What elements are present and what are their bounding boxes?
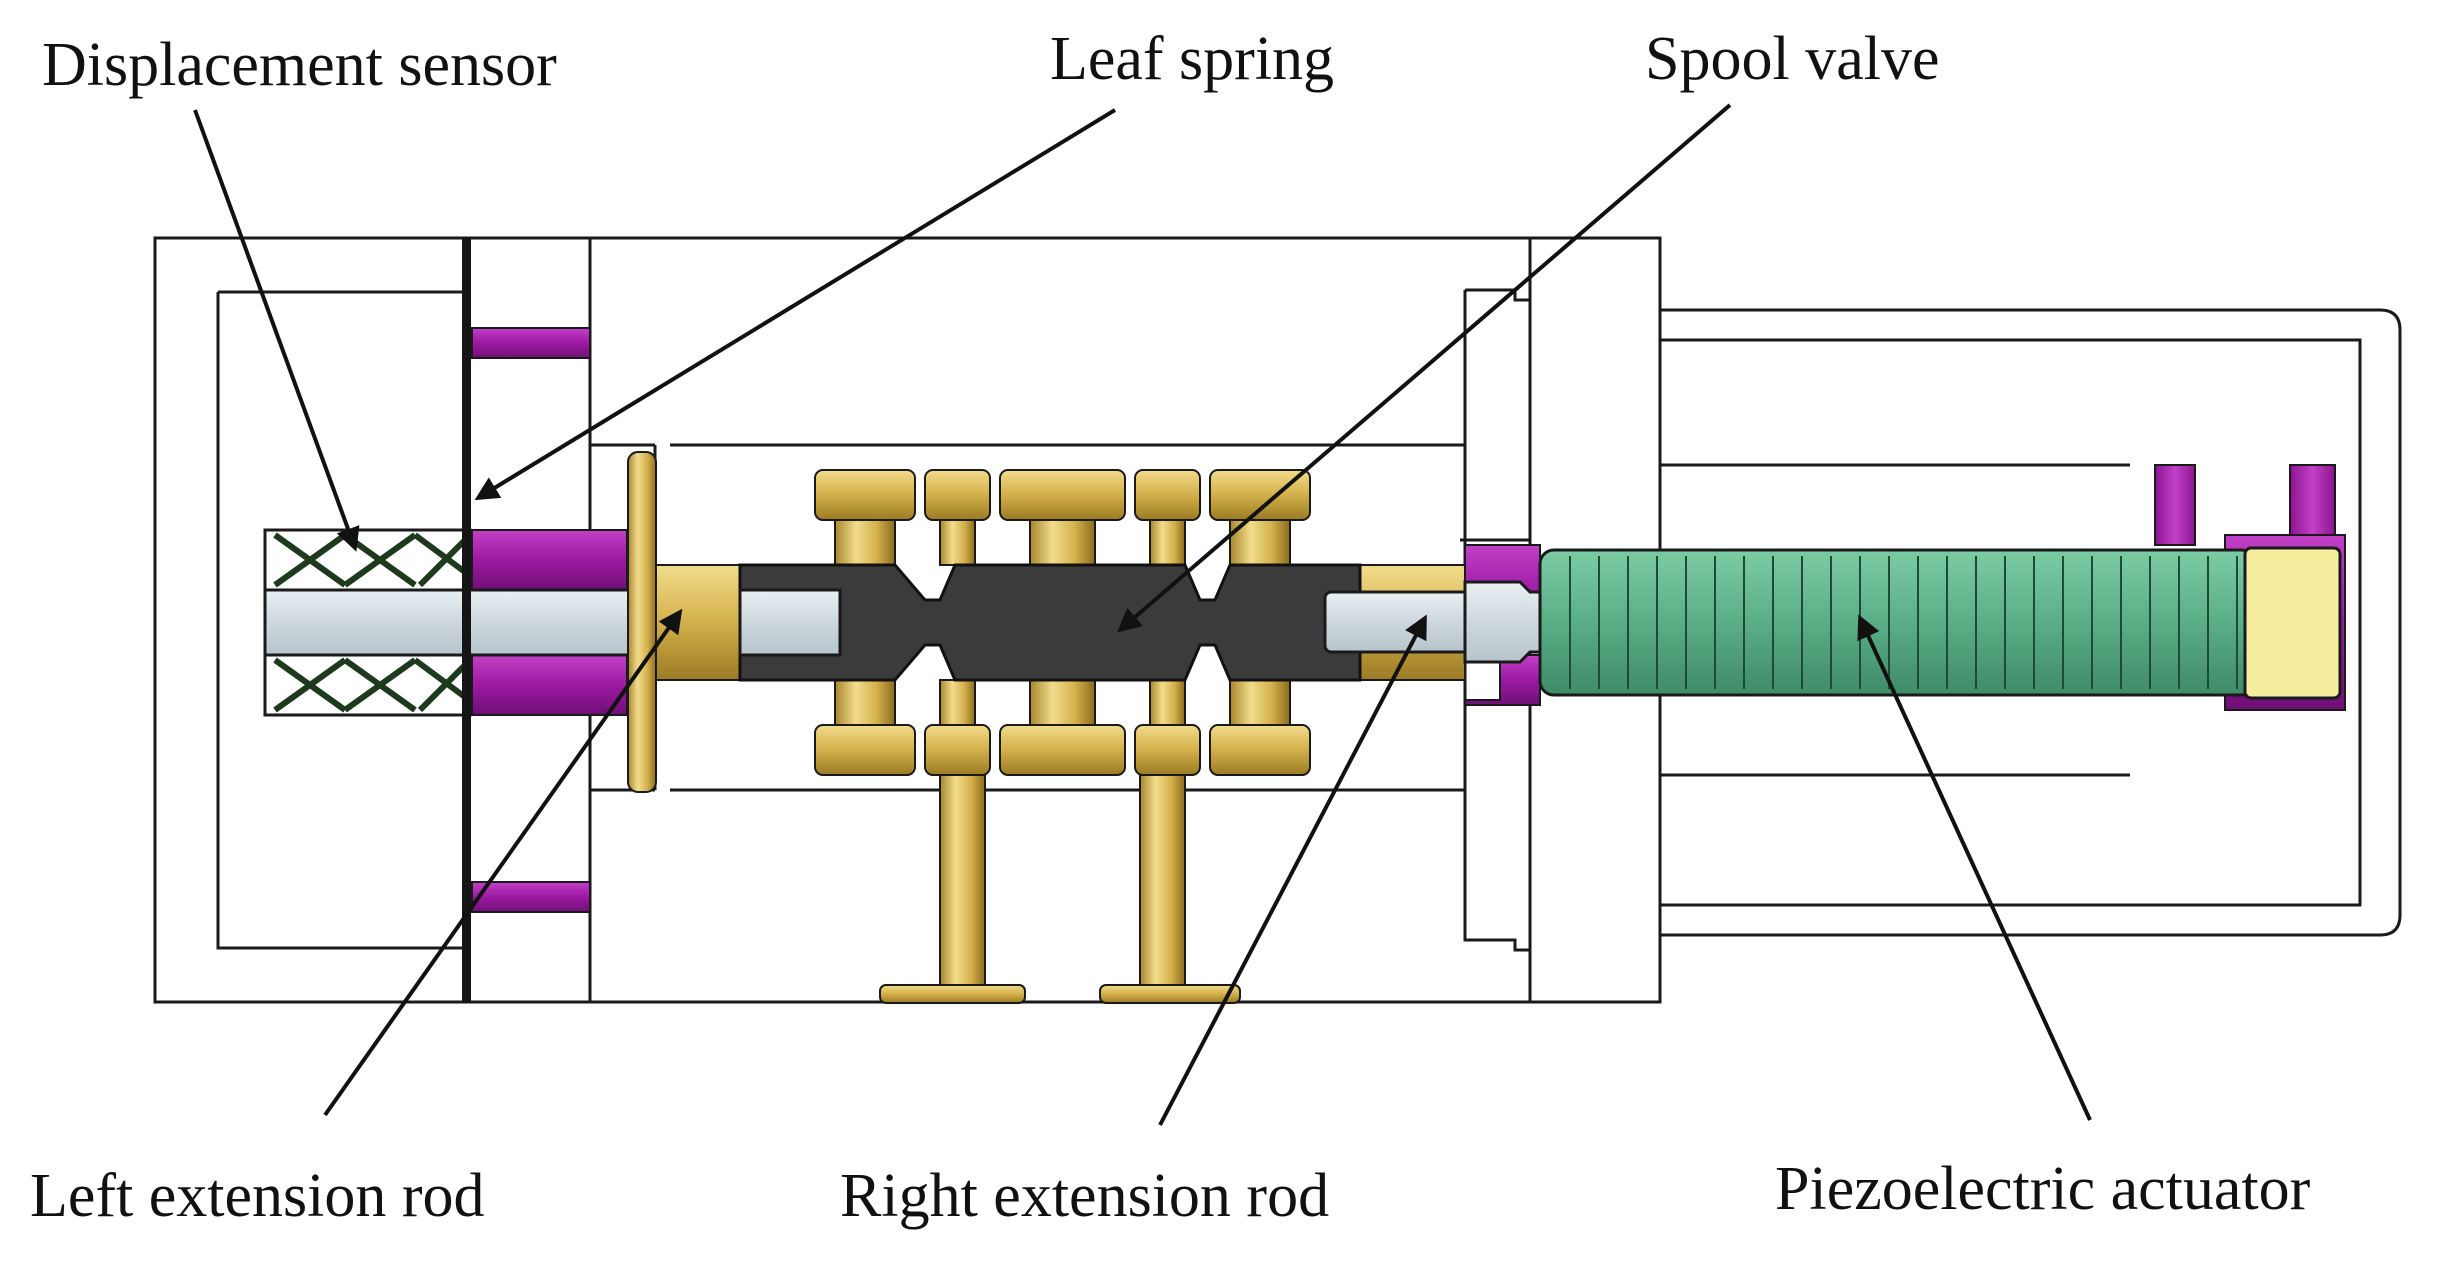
leaf-spring <box>462 238 471 1002</box>
label-leaf-spring: Leaf spring <box>1050 25 1335 93</box>
left-flange <box>627 451 747 793</box>
label-piezoelectric-actuator: Piezoelectric actuator <box>1775 1155 2311 1223</box>
displacement-sensor <box>263 528 472 717</box>
label-spool-valve: Spool valve <box>1645 25 1940 93</box>
leader-lines <box>193 103 2092 1126</box>
label-left-extension-rod: Left extension rod <box>30 1162 485 1230</box>
spool-lands <box>814 469 1466 1004</box>
label-right-extension-rod: Right extension rod <box>840 1162 1330 1230</box>
piezoelectric-actuator <box>1538 546 2342 700</box>
spool-valve <box>738 563 1362 682</box>
label-displacement-sensor: Displacement sensor <box>42 31 557 99</box>
right-extension-rod <box>1323 580 1542 664</box>
left-rod-tip <box>738 588 842 657</box>
housing <box>153 236 2402 1004</box>
